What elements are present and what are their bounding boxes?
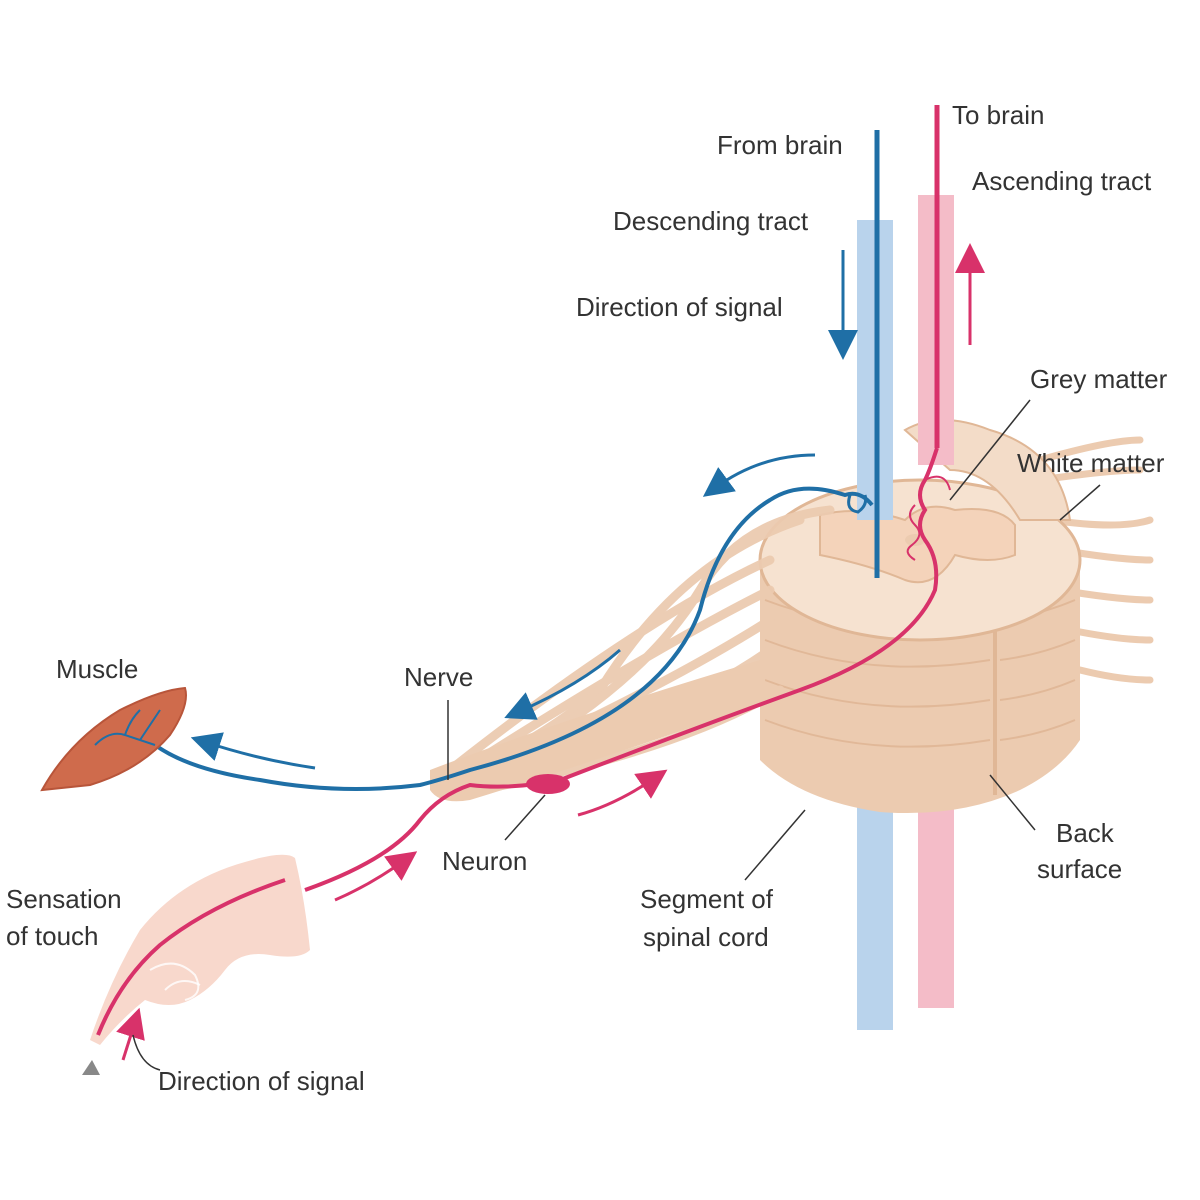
label-descending-tract: Descending tract <box>613 206 809 236</box>
touch-stimulus-icon <box>82 1060 100 1075</box>
label-white-matter: White matter <box>1017 448 1165 478</box>
ascending-tract-lower <box>918 780 954 1008</box>
hand-sensory-fiber <box>96 878 286 1036</box>
nerve-bundle <box>430 660 770 802</box>
label-grey-matter: Grey matter <box>1030 364 1168 394</box>
label-back-surface-2: surface <box>1037 854 1122 884</box>
muscle-nerve-branches <box>94 709 161 746</box>
label-direction-of-signal-top: Direction of signal <box>576 292 783 322</box>
label-segment-2: spinal cord <box>643 922 769 952</box>
motor-fiber <box>153 486 874 791</box>
label-nerve: Nerve <box>404 662 473 692</box>
label-segment-1: Segment of <box>640 884 774 914</box>
touch-direction-arrow <box>116 1007 145 1061</box>
label-sensation-1: Sensation <box>6 884 122 914</box>
descending-tract-lower <box>857 780 893 1030</box>
motor-direction-arrow-3 <box>190 732 316 770</box>
sensory-direction-arrow-1 <box>577 769 668 817</box>
central-canal <box>905 534 925 546</box>
motor-direction-arrow-2 <box>504 648 621 720</box>
label-neuron: Neuron <box>442 846 527 876</box>
label-direction-of-signal-bottom: Direction of signal <box>158 1066 365 1096</box>
label-muscle: Muscle <box>56 654 138 684</box>
label-to-brain: To brain <box>952 100 1045 130</box>
label-sensation-2: of touch <box>6 921 99 951</box>
motor-direction-arrow-1 <box>702 453 816 497</box>
muscle <box>40 686 187 792</box>
sensory-fiber <box>304 447 939 892</box>
label-ascending-tract: Ascending tract <box>972 166 1152 196</box>
label-from-brain: From brain <box>717 130 843 160</box>
leader-lines <box>132 399 1101 1071</box>
label-back-surface-1: Back <box>1056 818 1115 848</box>
hand <box>90 854 310 1045</box>
spinal-cord-segment <box>758 419 1082 814</box>
neuron-cell-body <box>526 774 570 794</box>
sensory-direction-arrow-2 <box>334 851 418 902</box>
